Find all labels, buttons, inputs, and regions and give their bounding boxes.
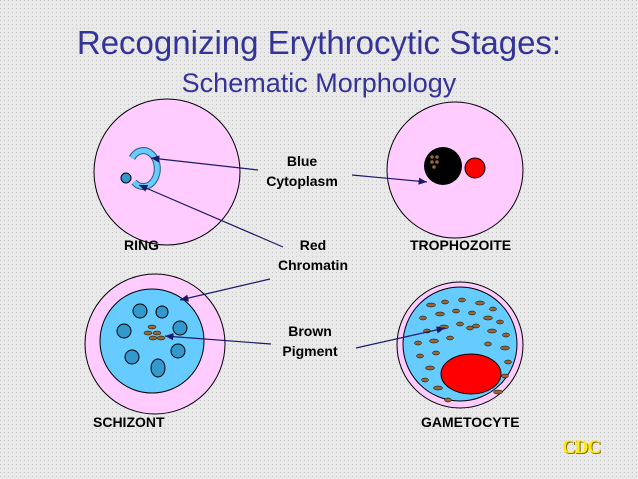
- label-red-line1: Red: [299, 237, 327, 253]
- label-red-line2: Chromatin: [278, 257, 348, 273]
- arrow-red-to-schizont: [179, 278, 271, 302]
- ring-cell: [93, 98, 241, 246]
- pigment-granule: [475, 300, 485, 306]
- label-blue-line2: Cytoplasm: [266, 173, 338, 189]
- trophozoite-cell: [386, 101, 524, 239]
- arrow-brown-to-gametocyte: [355, 326, 446, 349]
- schizont-merozoites: [116, 303, 188, 378]
- label-red-chromatin: Red Chromatin: [268, 235, 358, 275]
- slide-subtitle: Schematic Morphology: [181, 68, 457, 98]
- pigment-granule: [426, 302, 436, 308]
- label-brown-line1: Brown: [288, 323, 332, 339]
- pigment-granule: [500, 345, 510, 351]
- stage-label-gametocyte: GAMETOCYTE: [421, 414, 520, 430]
- cdc-logo: CDC: [562, 437, 601, 458]
- pigment-granule: [472, 323, 480, 329]
- pigment-granule: [466, 325, 474, 331]
- gametocyte-chromatin: [440, 353, 502, 395]
- schizont-cell: [84, 273, 226, 415]
- pigment-granule: [414, 340, 422, 346]
- label-brown-pigment: Brown Pigment: [270, 321, 350, 361]
- arrow-blue-to-ring: [150, 155, 259, 171]
- schizont-pigment: [143, 324, 166, 341]
- pigment-granule: [501, 373, 509, 379]
- pigment-granule: [444, 397, 452, 403]
- arrow-red-to-ring: [138, 184, 284, 248]
- arrow-brown-to-schizont: [164, 333, 272, 345]
- stage-label-trophozoite: TROPHOZOITE: [410, 237, 512, 253]
- pigment-granule: [502, 332, 510, 338]
- pointer-lines: [138, 155, 446, 349]
- pigment-granule: [446, 335, 454, 341]
- pigment-granule: [468, 310, 476, 316]
- pigment-granule: [419, 315, 427, 321]
- trophozoite-chromatin: [464, 157, 486, 179]
- gametocyte-cell: [396, 281, 524, 409]
- pigment-granule: [435, 311, 445, 317]
- pigment-granule: [489, 306, 497, 312]
- pigment-granule: [504, 359, 512, 365]
- arrow-blue-to-trophozoite: [351, 174, 428, 185]
- pigment-granule: [416, 353, 424, 359]
- pigment-granule: [429, 338, 439, 344]
- pigment-granule: [487, 328, 497, 334]
- pigment-granule: [421, 377, 429, 383]
- pigment-granule: [458, 297, 466, 303]
- trophozoite-pigment: [430, 155, 439, 169]
- pigment-granule: [483, 315, 493, 321]
- pigment-granule: [432, 350, 440, 356]
- pigment-granule: [496, 319, 504, 325]
- pigment-granule: [493, 389, 503, 395]
- slide-title: Recognizing Erythrocytic Stages:: [76, 24, 562, 61]
- stage-label-schizont: SCHIZONT: [93, 414, 165, 430]
- label-blue-line1: Blue: [286, 153, 318, 169]
- pigment-granule: [425, 365, 435, 371]
- pigment-granule: [433, 385, 443, 391]
- pigment-granule: [441, 299, 449, 305]
- pigment-granule: [484, 341, 492, 347]
- pigment-granule: [456, 321, 464, 327]
- pigment-granule: [452, 308, 460, 314]
- label-brown-line2: Pigment: [282, 343, 338, 359]
- schizont-cytoplasm: [99, 288, 205, 394]
- ring-chromatin-dot: [120, 172, 132, 184]
- stage-label-ring: RING: [124, 237, 159, 253]
- label-blue-cytoplasm: Blue Cytoplasm: [262, 151, 342, 191]
- ring-red-cell: [93, 98, 241, 246]
- trophozoite-cytoplasm: [424, 147, 462, 185]
